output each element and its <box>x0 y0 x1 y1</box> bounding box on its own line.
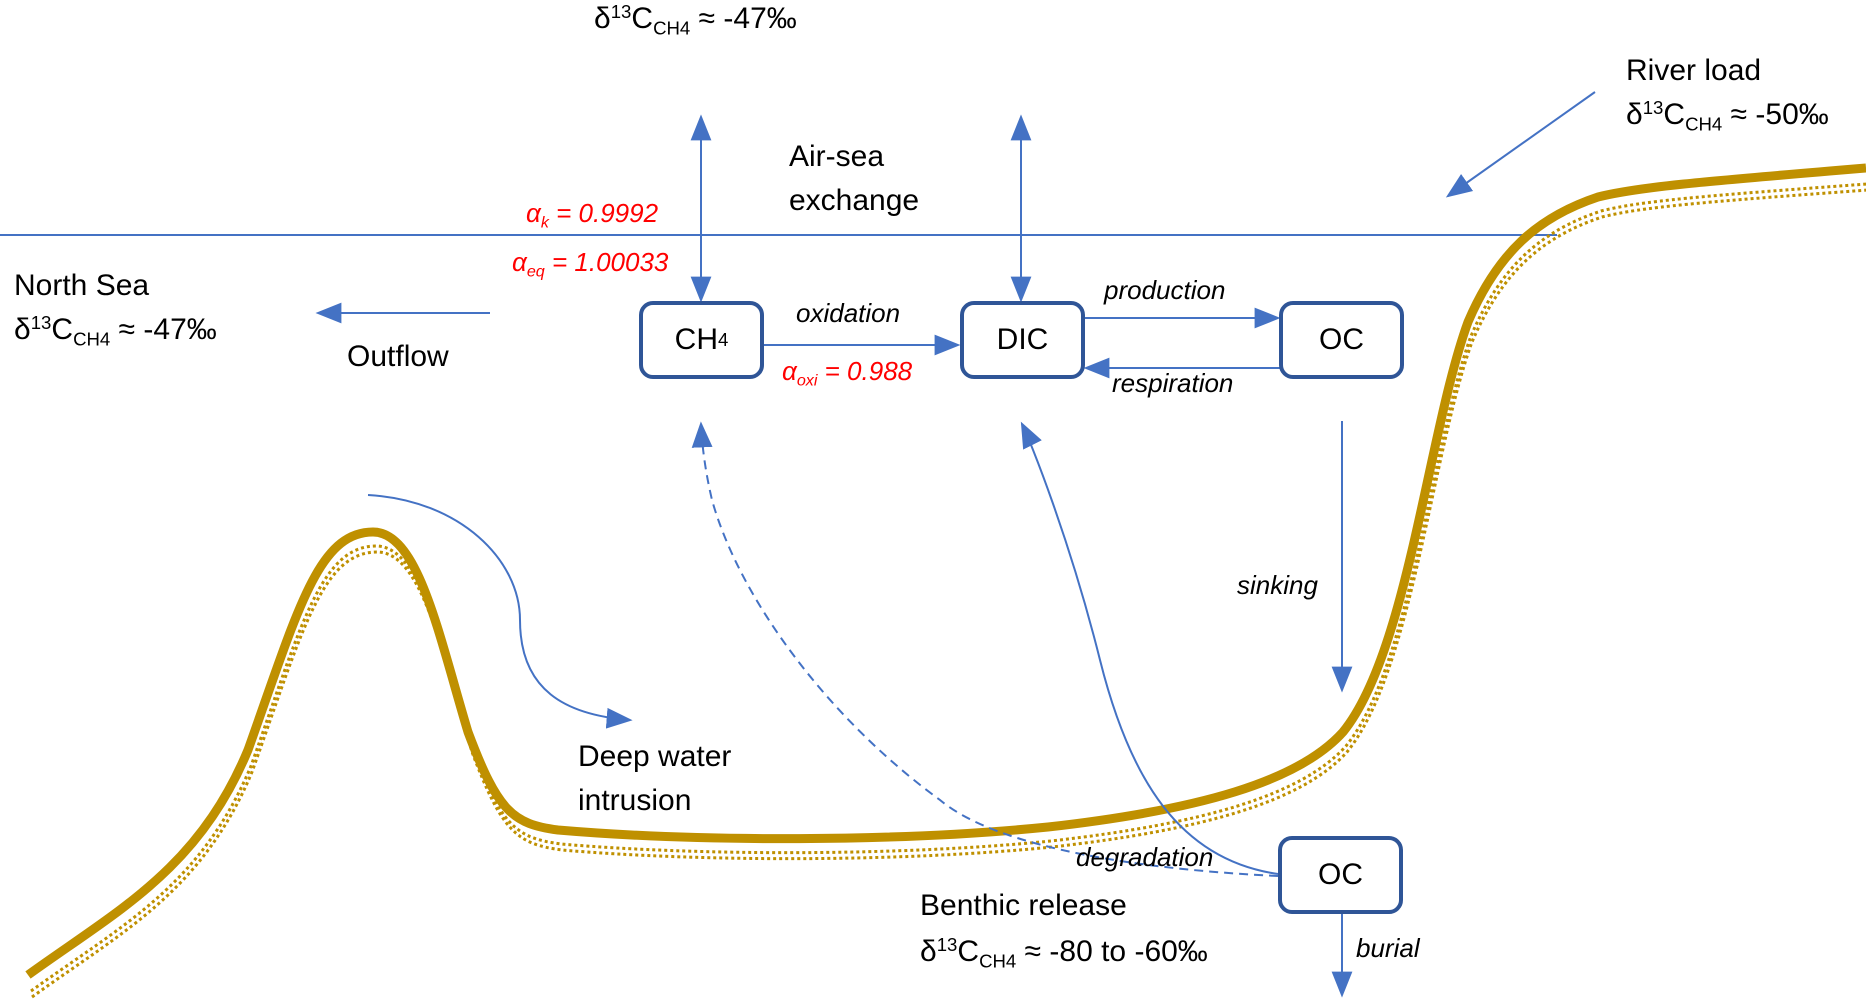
deep-water-intrusion-arrow <box>367 494 633 729</box>
degradation-to-dic-arrow <box>1020 421 1279 875</box>
ch4-box-label: CH <box>674 323 718 356</box>
benthic-release-isotope-label: δ13CCH4 ≈ -80 to -60‰ <box>920 933 1208 972</box>
dic-box: DIC <box>960 301 1085 379</box>
production-label: production <box>1104 275 1226 305</box>
north-sea-title: North Sea <box>14 269 150 302</box>
degradation-label: degradation <box>1076 842 1214 872</box>
air-sea-label-line2: exchange <box>789 184 920 217</box>
river-load-isotope-label: δ13CCH4 ≈ -50‰ <box>1626 96 1829 135</box>
degradation-to-ch4-arrow <box>691 421 1279 877</box>
benthic-release-title: Benthic release <box>920 889 1127 922</box>
deep-water-label-line1: Deep water <box>578 740 732 773</box>
oc-sediment-box-label: OC <box>1318 858 1363 891</box>
outflow-label: Outflow <box>347 340 449 373</box>
burial-label: burial <box>1356 933 1420 963</box>
oxidation-label: oxidation <box>796 298 901 328</box>
oc-water-box: OC <box>1279 301 1404 379</box>
seafloor-profile <box>25 163 1866 999</box>
oc-sediment-box: OC <box>1278 836 1403 914</box>
alpha-k-label: αk = 0.9992 <box>526 198 659 232</box>
air-sea-label-line1: Air-sea <box>789 140 885 173</box>
river-load-title: River load <box>1626 54 1762 87</box>
alpha-eq-label: αeq = 1.00033 <box>512 247 669 281</box>
north-sea-isotope-label: δ13CCH4 ≈ -47‰ <box>14 311 217 350</box>
deep-water-label-line2: intrusion <box>578 784 692 817</box>
oc-water-box-label: OC <box>1319 323 1364 356</box>
river-load-arrow <box>1445 91 1596 198</box>
respiration-label: respiration <box>1112 368 1234 398</box>
seafloor-solid-line <box>25 163 1866 979</box>
sinking-label: sinking <box>1237 570 1318 600</box>
alpha-oxi-label: αoxi = 0.988 <box>782 356 913 390</box>
atmosphere-isotope-label: δ13CCH4 ≈ -47‰ <box>594 0 797 39</box>
dic-box-label: DIC <box>996 323 1049 356</box>
